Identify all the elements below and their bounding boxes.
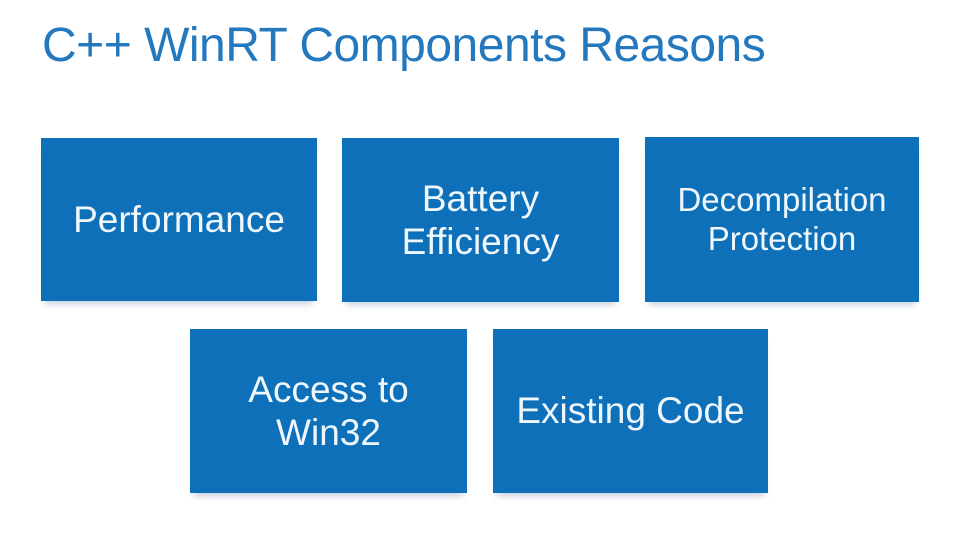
reason-box-battery-efficiency: Battery Efficiency: [342, 138, 619, 302]
reason-box-access-to-win32: Access to Win32: [190, 329, 467, 493]
reason-box-label: Performance: [73, 198, 285, 240]
reason-box-label: Battery Efficiency: [401, 177, 560, 262]
reason-box-existing-code: Existing Code: [493, 329, 768, 493]
reason-box-decompilation-protection: Decompilation Protection: [645, 137, 919, 302]
reason-box-label: Access to Win32: [248, 368, 409, 453]
slide-title: C++ WinRT Components Reasons: [42, 19, 766, 72]
reason-box-label: Decompilation Protection: [677, 180, 887, 257]
reason-box-performance: Performance: [41, 138, 317, 301]
reason-box-label: Existing Code: [516, 390, 745, 432]
